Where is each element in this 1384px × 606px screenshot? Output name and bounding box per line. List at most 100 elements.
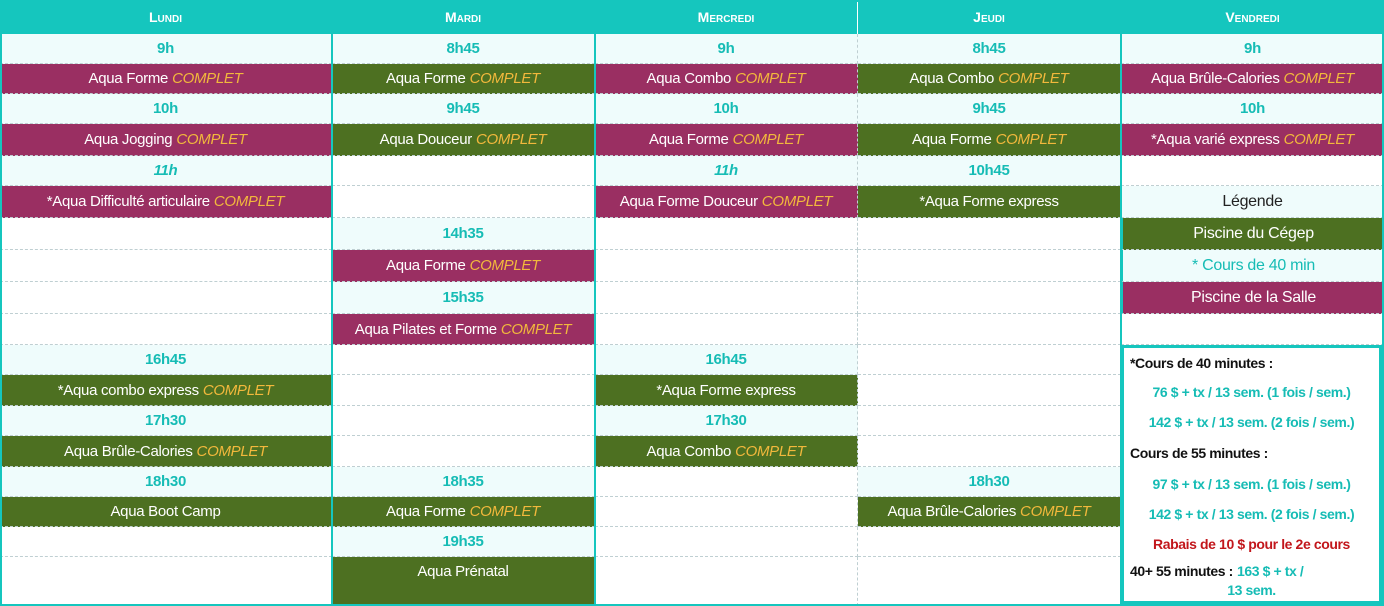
empty-slot: [858, 345, 1121, 375]
pricing-40-twice: 142 $ + tx / 13 sem. (2 fois / sem.): [1148, 414, 1355, 430]
class-slot[interactable]: *Aqua Forme express: [858, 186, 1121, 218]
time-slot: 17h30: [0, 406, 332, 436]
time-slot: 11h: [595, 156, 858, 186]
empty-slot: [332, 345, 595, 375]
empty-slot: [595, 250, 858, 282]
time-label: 9h45: [446, 100, 480, 117]
empty-slot: [332, 406, 595, 436]
empty-slot: [595, 282, 858, 314]
class-name: Aqua Brûle-Calories: [64, 442, 193, 460]
empty-slot: [595, 314, 858, 345]
complet-badge: COMPLET: [469, 257, 541, 274]
empty-slot: [0, 314, 332, 345]
time-slot: 9h: [1121, 34, 1384, 64]
class-slot[interactable]: Aqua Boot Camp: [0, 497, 332, 527]
legend-title-text: Légende: [1222, 192, 1283, 210]
time-slot: 10h45: [858, 156, 1121, 186]
time-label: 10h: [153, 100, 178, 117]
pricing-rabais: Rabais de 10 $ pour le 2e cours: [1153, 536, 1350, 552]
empty-slot: [858, 314, 1121, 345]
class-name: Aqua Forme: [649, 131, 729, 148]
time-label: 9h45: [972, 100, 1006, 117]
time-slot: 10h: [595, 94, 858, 124]
complet-badge: COMPLET: [469, 70, 541, 87]
complet-badge: COMPLET: [475, 131, 547, 148]
time-slot: 16h45: [595, 345, 858, 375]
empty-slot: [595, 467, 858, 497]
class-slot[interactable]: Aqua Prénatal: [332, 557, 595, 606]
empty-slot: [1121, 314, 1384, 345]
class-name: Aqua Douceur: [379, 131, 473, 148]
complet-badge: COMPLET: [500, 320, 572, 338]
empty-slot: [858, 218, 1121, 250]
legend-title: Légende: [1121, 186, 1384, 218]
time-label: 10h45: [968, 162, 1010, 179]
class-name: Aqua Forme: [386, 70, 466, 87]
pricing-40-once: 76 $ + tx / 13 sem. (1 fois / sem.): [1152, 384, 1351, 400]
time-label: 8h45: [972, 40, 1006, 57]
time-label: 18h30: [968, 473, 1010, 490]
pricing-40-heading: *Cours de 40 minutes :: [1130, 355, 1273, 371]
time-slot: 8h45: [858, 34, 1121, 64]
empty-slot: [332, 186, 595, 218]
class-name: *Aqua Forme express: [656, 381, 796, 399]
day-header-mercredi: Mercredi: [595, 0, 858, 34]
time-label: 14h35: [442, 225, 484, 242]
class-name: Aqua Forme Douceur: [619, 193, 758, 210]
complet-badge: COMPLET: [998, 70, 1069, 87]
empty-slot: [1121, 156, 1384, 186]
complet-badge: COMPLET: [735, 442, 806, 460]
empty-slot: [0, 557, 332, 606]
pricing-box: *Cours de 40 minutes : 76 $ + tx / 13 se…: [1121, 345, 1382, 604]
complet-badge: COMPLET: [213, 193, 285, 210]
empty-slot: [595, 527, 858, 557]
class-name: Aqua Brûle-Calories: [1151, 70, 1280, 87]
pricing-combo-period: 13 sem.: [1227, 582, 1276, 598]
empty-slot: [858, 527, 1121, 557]
class-name: Aqua Forme: [912, 131, 992, 148]
time-slot: 9h: [0, 34, 332, 64]
empty-slot: [858, 436, 1121, 467]
time-label: 8h45: [446, 40, 480, 57]
complet-badge: COMPLET: [1020, 503, 1091, 520]
time-slot: 18h35: [332, 467, 595, 497]
class-name: Aqua Combo: [909, 70, 995, 87]
pricing-combo-price: 163 $ + tx /: [1236, 563, 1304, 579]
complet-badge: COMPLET: [995, 131, 1067, 148]
time-label: 10h: [713, 100, 739, 117]
time-slot: 18h30: [858, 467, 1121, 497]
time-label: 11h: [714, 162, 738, 179]
time-slot: 8h45: [332, 34, 595, 64]
time-label: 18h35: [442, 473, 484, 490]
class-slot[interactable]: *Aqua Forme express: [595, 375, 858, 406]
class-name: Aqua Combo: [646, 442, 732, 460]
pricing-55-twice: 142 $ + tx / 13 sem. (2 fois / sem.): [1148, 506, 1355, 522]
time-slot: 9h45: [332, 94, 595, 124]
time-label: 15h35: [442, 289, 484, 306]
complet-badge: COMPLET: [735, 70, 806, 87]
empty-slot: [332, 156, 595, 186]
pricing-combo-label: 40+ 55 minutes :: [1130, 563, 1233, 579]
legend-40min: * Cours de 40 min: [1121, 250, 1384, 282]
class-name: Aqua Forme: [386, 503, 466, 520]
complet-badge: COMPLET: [732, 131, 804, 148]
